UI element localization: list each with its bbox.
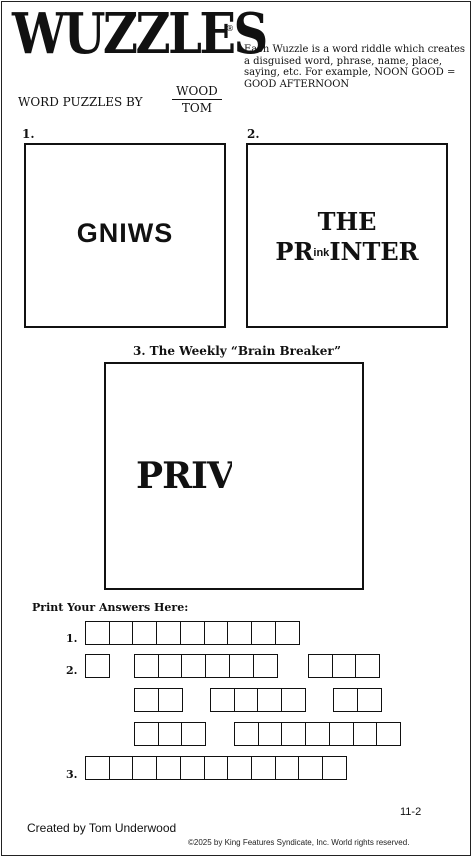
answer-letter-box[interactable] (156, 621, 182, 645)
answer-2-word-4[interactable] (134, 688, 183, 712)
answer-letter-box[interactable] (376, 722, 402, 746)
answer-letter-box[interactable] (179, 756, 205, 780)
answer-letter-box[interactable] (205, 654, 231, 678)
puzzle-1-number: 1. (22, 127, 35, 141)
answer-3-boxes[interactable] (85, 756, 348, 780)
puzzle-2-number: 2. (247, 127, 260, 141)
answer-letter-box[interactable] (298, 756, 324, 780)
puzzle-2-line2-left: PR (275, 237, 314, 266)
intro-text: Each Wuzzle is a word riddle which creat… (244, 44, 466, 90)
answer-2-word-7[interactable] (134, 722, 207, 746)
answer-letter-box[interactable] (157, 654, 183, 678)
answer-letter-box[interactable] (134, 722, 159, 746)
answer-letter-box[interactable] (108, 756, 134, 780)
answer-letter-box[interactable] (134, 654, 159, 678)
answer-letter-box[interactable] (108, 621, 134, 645)
answer-letter-box[interactable] (328, 722, 354, 746)
fraction-bottom: TOM (181, 101, 213, 115)
answer-letter-box[interactable] (257, 688, 283, 712)
answer-2-label: 2. (66, 664, 78, 677)
answer-2-word-6[interactable] (333, 688, 382, 712)
puzzle-2-line2: PRinkINTER (248, 237, 446, 266)
answer-letter-box[interactable] (322, 756, 348, 780)
answer-letter-box[interactable] (85, 621, 110, 645)
answer-2-word-5[interactable] (210, 688, 307, 712)
puzzle-2-small-word: ink (313, 247, 330, 259)
answer-letter-box[interactable] (355, 654, 381, 678)
answer-letter-box[interactable] (227, 621, 253, 645)
answer-letter-box[interactable] (356, 688, 382, 712)
answer-letter-box[interactable] (281, 688, 307, 712)
answer-letter-box[interactable] (156, 756, 182, 780)
answer-letter-box[interactable] (181, 722, 207, 746)
puzzle-3-text: PRIV (136, 455, 232, 497)
puzzle-2-line2-right: INTER (329, 237, 419, 266)
answer-letter-box[interactable] (179, 621, 205, 645)
answer-letter-box[interactable] (157, 688, 183, 712)
answer-letter-box[interactable] (331, 654, 357, 678)
answer-3-label: 3. (66, 768, 78, 781)
answer-letter-box[interactable] (234, 722, 259, 746)
answer-1-boxes[interactable] (85, 621, 300, 645)
answer-letter-box[interactable] (233, 688, 259, 712)
answer-letter-box[interactable] (157, 722, 183, 746)
wuzzles-logo: WUZZLES (12, 1, 268, 67)
answer-letter-box[interactable] (132, 756, 158, 780)
registered-mark: ® (226, 24, 234, 33)
answers-title: Print Your Answers Here: (32, 601, 189, 614)
answer-letter-box[interactable] (252, 654, 278, 678)
puzzle-2-line1: THE (317, 207, 377, 236)
answer-letter-box[interactable] (257, 722, 283, 746)
answer-2-word-3[interactable] (308, 654, 381, 678)
puzzle-1-text: GNIWS (76, 218, 174, 248)
answer-2-word-2[interactable] (134, 654, 278, 678)
fraction-top: WOOD (172, 84, 222, 100)
answer-letter-box[interactable] (274, 756, 300, 780)
byline: WORD PUZZLES BY (18, 95, 143, 109)
puzzle-3-box (104, 362, 364, 590)
answer-letter-box[interactable] (132, 621, 158, 645)
answer-letter-box[interactable] (250, 621, 276, 645)
answer-letter-box[interactable] (305, 722, 331, 746)
brain-breaker-title: 3. The Weekly “Brain Breaker” (132, 344, 342, 358)
copyright-notice: ©2025 by King Features Syndicate, Inc. W… (188, 838, 410, 847)
creator-credit: Created by Tom Underwood (27, 821, 177, 835)
answer-letter-box[interactable] (181, 654, 207, 678)
answer-letter-box[interactable] (228, 654, 254, 678)
puzzle-2-box: THE PRinkINTER (246, 143, 448, 328)
answer-letter-box[interactable] (85, 756, 110, 780)
answer-letter-box[interactable] (227, 756, 253, 780)
answer-2-word-1[interactable] (85, 654, 110, 678)
answer-1-label: 1. (66, 632, 78, 645)
answer-letter-box[interactable] (134, 688, 159, 712)
answer-letter-box[interactable] (203, 756, 229, 780)
author-fraction: WOOD TOM (172, 84, 222, 115)
answer-2-word-8[interactable] (234, 722, 402, 746)
answer-letter-box[interactable] (281, 722, 307, 746)
answer-letter-box[interactable] (210, 688, 235, 712)
answer-letter-box[interactable] (308, 654, 333, 678)
issue-number: 11-2 (400, 806, 422, 818)
answer-letter-box[interactable] (352, 722, 378, 746)
answer-letter-box[interactable] (333, 688, 358, 712)
answer-letter-box[interactable] (274, 621, 300, 645)
puzzle-1-box: GNIWS (24, 143, 226, 328)
answer-letter-box[interactable] (250, 756, 276, 780)
answer-letter-box[interactable] (203, 621, 229, 645)
answer-letter-box[interactable] (85, 654, 110, 678)
